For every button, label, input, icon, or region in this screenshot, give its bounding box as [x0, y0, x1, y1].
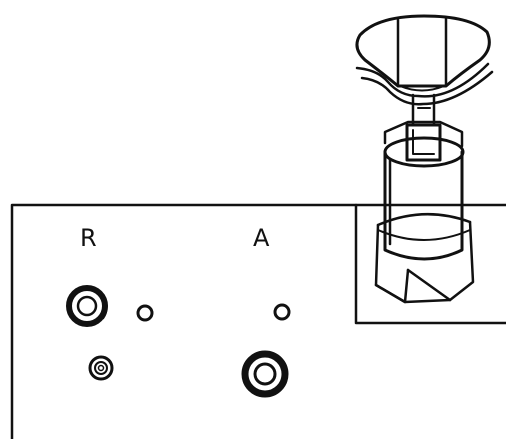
port-a-label: A: [253, 224, 270, 252]
screw-hole-right: [273, 303, 291, 321]
screw-hole-left: [136, 304, 154, 322]
stem-collar: [405, 123, 442, 162]
actuator-cylinder: [383, 120, 465, 261]
port-r: [66, 285, 108, 327]
port-pilot: [88, 355, 114, 381]
port-r-label: R: [80, 224, 97, 252]
hex-nut-icon: [374, 213, 475, 304]
wing-knob-icon: [355, 14, 491, 92]
spindle: [411, 93, 436, 127]
valve-body-outline: [10, 203, 358, 439]
spring-clip: [355, 62, 494, 106]
mounting-block-outline: [354, 203, 506, 325]
port-a: [241, 350, 289, 398]
